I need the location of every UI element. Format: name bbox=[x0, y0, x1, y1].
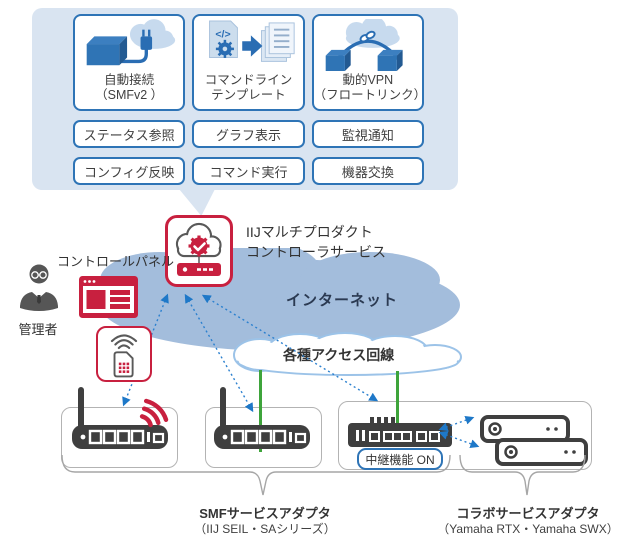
feature-title: 動的VPN （フロートリンク） bbox=[313, 73, 427, 102]
controller-service-label: IIJマルチプロダクト コントローラサービス bbox=[246, 224, 386, 261]
dynamic-vpn-icon bbox=[325, 19, 403, 71]
feature-item-status-view: ステータス参照 bbox=[73, 120, 186, 148]
rack-device-icon bbox=[480, 415, 588, 466]
control-panel-icon bbox=[79, 276, 138, 318]
arrow-controller-left-router bbox=[122, 293, 169, 407]
feature-card-auto-connect: 自動接続 （SMFv2 ） bbox=[73, 14, 186, 111]
control-panel-label: コントロールパネル bbox=[57, 254, 175, 269]
sim-wifi-icon bbox=[110, 334, 138, 378]
arrow-switch-rack-front bbox=[438, 430, 480, 449]
feature-item-monitor-notify: 監視通知 bbox=[311, 120, 424, 148]
feature-item-device-swap: 機器交換 bbox=[311, 157, 424, 185]
controller-cloud-icon bbox=[175, 222, 222, 276]
sim-wifi-card bbox=[96, 326, 152, 382]
feature-item-command-exec: コマンド実行 bbox=[192, 157, 305, 185]
feature-title: 自動接続 （SMFv2 ） bbox=[95, 73, 164, 102]
feature-item-graph-view: グラフ表示 bbox=[192, 120, 305, 148]
group-subtitle-collab: （Yamaha RTX・Yamaha SWX） bbox=[437, 522, 619, 536]
group-brackets bbox=[61, 454, 586, 496]
access-line-left bbox=[259, 370, 262, 452]
bracket-smf bbox=[61, 454, 451, 496]
group-subtitle-smf: （IIJ SEIL・SAシリーズ） bbox=[194, 522, 336, 536]
feature-column-dynamic-vpn: 動的VPN （フロートリンク） 監視通知 機器交換 bbox=[311, 14, 427, 185]
group-title-smf: SMFサービスアダプタ bbox=[199, 506, 331, 521]
feature-column-cli-template: </> コマンドライン テンプレート bbox=[192, 14, 305, 185]
auto-connect-icon bbox=[86, 19, 176, 66]
cli-template-icon: </> bbox=[209, 20, 296, 62]
admin-person-icon bbox=[20, 264, 58, 311]
feature-title: コマンドライン テンプレート bbox=[204, 73, 293, 102]
access-line-right bbox=[396, 371, 399, 424]
switch-icon bbox=[348, 417, 452, 447]
features-panel: 自動接続 （SMFv2 ） ステータス参照 コンフィグ反映 bbox=[32, 8, 458, 190]
arrow-controller-mid-router bbox=[184, 293, 254, 413]
feature-item-config-apply: コンフィグ反映 bbox=[73, 157, 186, 185]
relay-function-badge: 中継機能 ON bbox=[357, 448, 443, 470]
feature-card-cli-template: </> コマンドライン テンプレート bbox=[192, 14, 305, 111]
feature-column-auto-connect: 自動接続 （SMFv2 ） ステータス参照 コンフィグ反映 bbox=[73, 14, 186, 185]
bracket-collab bbox=[459, 454, 586, 496]
router-icon bbox=[72, 387, 168, 449]
controller-service-icon bbox=[165, 215, 233, 287]
group-title-collab: コラボサービスアダプタ bbox=[456, 506, 600, 521]
code-glyph: </> bbox=[216, 28, 231, 40]
arrow-controller-switch bbox=[201, 294, 379, 402]
arrow-switch-rack-back bbox=[438, 415, 475, 432]
feature-card-dynamic-vpn: 動的VPN （フロートリンク） bbox=[311, 14, 427, 111]
admin-label: 管理者 bbox=[18, 322, 58, 337]
